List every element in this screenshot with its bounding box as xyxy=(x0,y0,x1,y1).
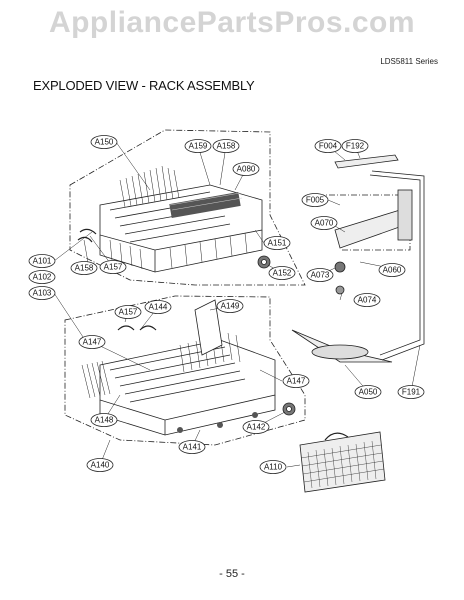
callout-a101: A101 xyxy=(28,254,56,268)
page-title: EXPLODED VIEW - RACK ASSEMBLY xyxy=(33,78,255,93)
svg-text:A142: A142 xyxy=(247,423,266,432)
callout-a158-lower: A158 xyxy=(70,261,98,275)
lower-rack xyxy=(81,299,296,436)
callout-a073: A073 xyxy=(306,268,334,282)
svg-text:A151: A151 xyxy=(268,239,287,248)
callout-a060: A060 xyxy=(378,263,406,277)
svg-text:A110: A110 xyxy=(264,463,283,472)
callout-a150: A150 xyxy=(90,135,118,149)
watermark: AppliancePartsPros.com xyxy=(48,6,416,39)
svg-text:A150: A150 xyxy=(95,138,114,147)
page-number: - 55 - xyxy=(219,568,245,580)
svg-text:A159: A159 xyxy=(189,142,208,151)
svg-text:A141: A141 xyxy=(183,443,202,452)
svg-text:A157: A157 xyxy=(119,308,138,317)
callout-a159: A159 xyxy=(184,139,212,153)
callout-a152: A152 xyxy=(268,266,296,280)
spray-arm-assembly xyxy=(291,154,425,363)
callout-f004: F004 xyxy=(314,139,342,153)
svg-text:A073: A073 xyxy=(311,271,330,280)
svg-text:A060: A060 xyxy=(383,266,402,275)
callout-a103: A103 xyxy=(28,286,56,300)
svg-text:A080: A080 xyxy=(237,165,256,174)
silverware-basket xyxy=(299,431,386,493)
spray-arm-boundary xyxy=(318,194,411,251)
callout-a080: A080 xyxy=(232,162,260,176)
upper-rack xyxy=(77,165,271,273)
callout-f005: F005 xyxy=(301,193,329,207)
callout-a147-right: A147 xyxy=(282,374,310,388)
callout-a157-upper: A157 xyxy=(99,260,127,274)
callout-f192: F192 xyxy=(341,139,369,153)
series-label: LDS5811 Series xyxy=(380,57,438,66)
svg-text:A158: A158 xyxy=(75,264,94,273)
callout-a151: A151 xyxy=(263,236,291,250)
callout-a148: A148 xyxy=(90,413,118,427)
callout-a157-lower: A157 xyxy=(114,305,142,319)
callout-a149: A149 xyxy=(216,299,244,313)
callout-a144: A144 xyxy=(144,300,172,314)
svg-text:F005: F005 xyxy=(306,196,325,205)
svg-text:A102: A102 xyxy=(33,273,52,282)
svg-text:A140: A140 xyxy=(91,461,110,470)
callout-a070: A070 xyxy=(310,216,338,230)
svg-text:A074: A074 xyxy=(358,296,377,305)
svg-text:F191: F191 xyxy=(402,388,421,397)
svg-text:A149: A149 xyxy=(221,302,240,311)
svg-text:A148: A148 xyxy=(95,416,114,425)
callout-a102: A102 xyxy=(28,270,56,284)
svg-text:A070: A070 xyxy=(315,219,334,228)
svg-text:A147: A147 xyxy=(83,338,102,347)
callout-f191: F191 xyxy=(397,385,425,399)
svg-text:A101: A101 xyxy=(33,257,52,266)
callout-a142: A142 xyxy=(242,420,270,434)
callout-a158-upper: A158 xyxy=(212,139,240,153)
svg-text:A158: A158 xyxy=(217,142,236,151)
callout-a140: A140 xyxy=(86,458,114,472)
svg-text:F004: F004 xyxy=(319,142,338,151)
svg-text:A152: A152 xyxy=(273,269,292,278)
svg-text:F192: F192 xyxy=(346,142,365,151)
svg-text:A157: A157 xyxy=(104,263,123,272)
svg-text:A050: A050 xyxy=(359,388,378,397)
upper-rack-boundary xyxy=(69,129,306,286)
callout-a110: A110 xyxy=(259,460,287,474)
callouts: A150 A159 A158 A080 A101 A102 A103 A158 … xyxy=(28,135,425,474)
svg-text:A147: A147 xyxy=(287,377,306,386)
svg-text:A144: A144 xyxy=(149,303,168,312)
callout-a074: A074 xyxy=(353,293,381,307)
callout-a050: A050 xyxy=(354,385,382,399)
callout-a147-left: A147 xyxy=(78,335,106,349)
callout-a141: A141 xyxy=(178,440,206,454)
svg-text:A103: A103 xyxy=(33,289,52,298)
